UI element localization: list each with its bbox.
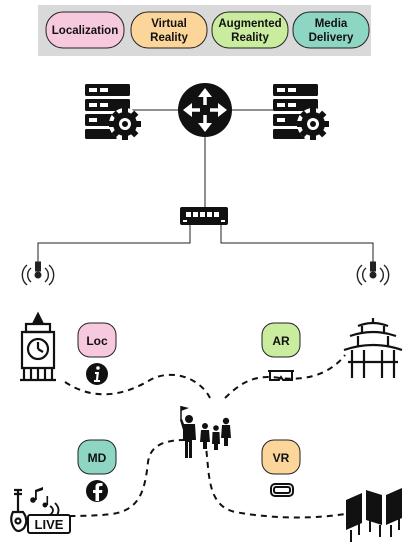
live-music-icon: LIVE xyxy=(10,487,71,534)
legend-label: Delivery xyxy=(309,32,354,44)
router-icon xyxy=(178,83,232,137)
badge-localization: Loc xyxy=(77,322,117,358)
network-switch-icon xyxy=(180,207,228,225)
legend-item-virtual-reality: Virtual Reality xyxy=(130,11,208,49)
network-links xyxy=(37,109,374,262)
badge-augmented-reality: AR xyxy=(261,322,301,358)
live-label: LIVE xyxy=(35,517,64,532)
exhibition-panels-icon xyxy=(346,488,402,542)
pagoda-icon xyxy=(343,318,403,378)
legend-label: Media xyxy=(315,18,348,30)
info-icon xyxy=(86,363,108,385)
clock-tower-icon xyxy=(20,311,56,382)
legend: Localization Virtual Reality Augmented R… xyxy=(38,5,371,56)
facebook-icon xyxy=(86,480,108,502)
legend-label: Virtual xyxy=(151,18,187,30)
access-point-icon xyxy=(356,261,390,286)
badge-virtual-reality: VR xyxy=(261,439,301,475)
server-gear-icon xyxy=(273,84,329,140)
vr-headset-icon xyxy=(270,483,294,497)
server-gear-icon xyxy=(85,84,141,140)
badge-media-delivery: MD xyxy=(77,439,117,475)
ar-glasses-icon xyxy=(268,370,294,381)
badge-label: AR xyxy=(272,334,290,348)
legend-label: Reality xyxy=(150,32,188,44)
badge-label: VR xyxy=(273,451,290,465)
legend-label: Reality xyxy=(231,32,269,44)
badge-label: MD xyxy=(88,451,107,465)
legend-item-augmented-reality: Augmented Reality xyxy=(211,11,289,49)
legend-item-media-delivery: Media Delivery xyxy=(292,11,370,49)
badge-label: Loc xyxy=(86,334,108,348)
legend-label: Augmented xyxy=(218,18,281,30)
legend-label: Localization xyxy=(52,25,118,37)
dashed-path xyxy=(64,354,346,519)
tour-group-icon xyxy=(180,406,231,458)
legend-item-localization: Localization xyxy=(45,11,125,49)
access-point-icon xyxy=(21,261,55,286)
